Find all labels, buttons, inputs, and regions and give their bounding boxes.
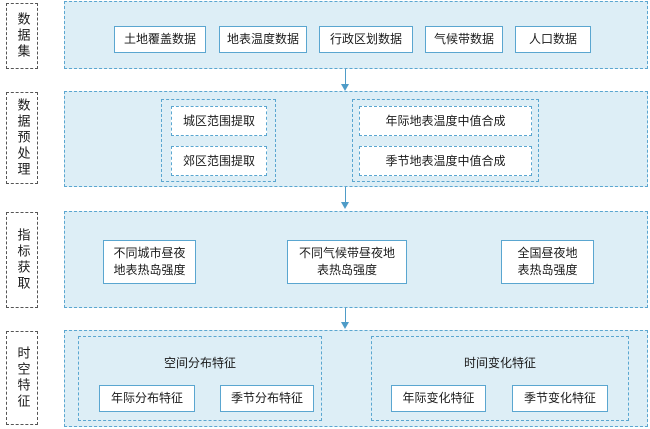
arrow-2-head: [341, 202, 349, 209]
arrow-2-line: [345, 187, 346, 202]
city-suhi-indicator: 不同城市昼夜地表热岛强度: [103, 240, 196, 284]
stage-label-spatiotemporal: 时空特征: [6, 331, 38, 425]
stage-label-dataset: 数据集: [6, 3, 38, 69]
arrow-3-line: [345, 308, 346, 323]
climate-suhi-indicator: 不同气候带昼夜地表热岛强度: [287, 240, 407, 284]
suburban-extraction: 郊区范围提取: [171, 146, 267, 176]
spatial-title: 空间分布特征: [163, 356, 236, 370]
annual-change: 年际变化特征: [391, 385, 486, 412]
arrow-1-head: [341, 84, 349, 91]
stage-label-indicator: 指标获取: [6, 212, 38, 308]
spatial-group: 空间分布特征: [78, 336, 322, 421]
dataset-population: 人口数据: [515, 26, 591, 53]
annual-distribution: 年际分布特征: [99, 385, 195, 412]
temporal-group: 时间变化特征: [371, 336, 629, 421]
spatiotemporal-panel: 空间分布特征 年际分布特征 季节分布特征 时间变化特征 年际变化特征 季节变化特…: [64, 330, 648, 427]
stage-label-preprocess: 数据预处理: [6, 92, 38, 184]
dataset-panel: 土地覆盖数据 地表温度数据 行政区划数据 气候带数据 人口数据: [64, 1, 648, 69]
seasonal-distribution: 季节分布特征: [220, 385, 314, 412]
annual-lst-synthesis: 年际地表温度中值合成: [359, 106, 532, 136]
national-suhi-indicator: 全国昼夜地表热岛强度: [501, 240, 594, 284]
arrow-1-line: [345, 69, 346, 84]
area-extraction-group: [161, 99, 276, 182]
dataset-admin: 行政区划数据: [319, 26, 413, 53]
temporal-title: 时间变化特征: [463, 356, 536, 370]
arrow-3-head: [341, 322, 349, 329]
indicator-panel: 不同城市昼夜地表热岛强度 不同气候带昼夜地表热岛强度 全国昼夜地表热岛强度: [64, 211, 648, 308]
dataset-land-cover: 土地覆盖数据: [114, 26, 206, 53]
preprocess-panel: 城区范围提取 郊区范围提取 年际地表温度中值合成 季节地表温度中值合成: [64, 91, 648, 187]
lst-synthesis-group: [352, 99, 539, 182]
dataset-lst: 地表温度数据: [219, 26, 307, 53]
urban-extraction: 城区范围提取: [171, 106, 267, 136]
dataset-climate: 气候带数据: [425, 26, 503, 53]
seasonal-change: 季节变化特征: [512, 385, 608, 412]
seasonal-lst-synthesis: 季节地表温度中值合成: [359, 146, 532, 176]
